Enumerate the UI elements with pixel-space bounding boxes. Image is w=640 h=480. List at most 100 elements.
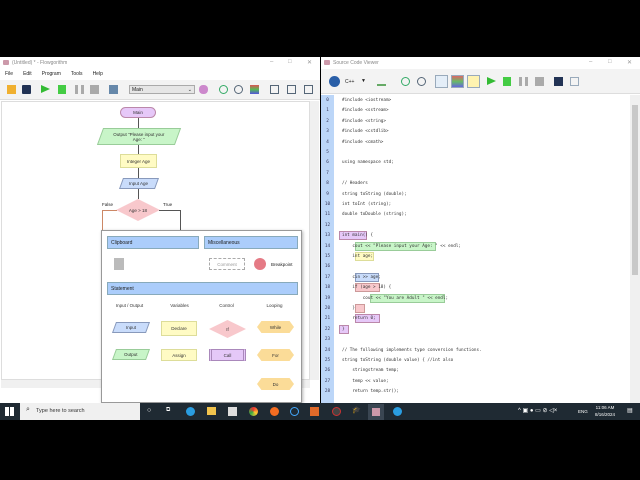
viewer-stop-icon[interactable]: [535, 77, 544, 86]
close-button[interactable]: ✕: [307, 60, 313, 66]
stop-icon[interactable]: [90, 85, 99, 94]
breakpoint-icon[interactable]: [254, 258, 266, 270]
view-code-icon[interactable]: [287, 85, 296, 94]
functions-icon[interactable]: [199, 85, 208, 94]
variable-watch-icon[interactable]: [109, 85, 118, 94]
copy-icon[interactable]: [570, 77, 579, 86]
code-line[interactable]: }: [342, 326, 345, 332]
language-indicator[interactable]: ENG: [578, 409, 588, 414]
menu-tools[interactable]: Tools: [70, 71, 83, 77]
language-select[interactable]: C++: [345, 79, 355, 85]
windows-start-icon[interactable]: [5, 407, 14, 416]
file-explorer-icon[interactable]: [207, 407, 216, 415]
menu-program[interactable]: Program: [41, 71, 61, 77]
view-console-icon[interactable]: [304, 85, 313, 94]
chevron-down-icon[interactable]: ▼: [361, 78, 366, 84]
code-line[interactable]: if (age > 18) {: [342, 285, 392, 291]
code-line[interactable]: string toString (double value) { //int a…: [342, 358, 454, 363]
code-line[interactable]: return 0;: [342, 316, 376, 322]
zoom-out-icon[interactable]: [234, 85, 243, 94]
code-line[interactable]: string toString (double);: [342, 191, 407, 197]
code-line[interactable]: cout << "Please input your Age: " << end…: [342, 243, 461, 249]
viewer-zoom-in-icon[interactable]: [401, 77, 410, 86]
app-c-icon[interactable]: [290, 407, 299, 416]
code-area[interactable]: 0#include <iostream>1#include <sstream>2…: [321, 95, 630, 403]
code-line[interactable]: int age;: [342, 254, 374, 259]
comment-button[interactable]: Comment: [209, 258, 245, 270]
viewer-zoom-out-icon[interactable]: [417, 77, 426, 86]
run-icon[interactable]: [41, 85, 50, 93]
viewer-step-icon[interactable]: [503, 77, 511, 86]
graduation-icon[interactable]: 🎓: [352, 407, 361, 414]
flowgorithm-taskbar-icon[interactable]: [368, 404, 384, 420]
maximize-button[interactable]: □: [288, 59, 292, 65]
start-node[interactable]: Main: [120, 107, 156, 118]
input-shape[interactable]: Input: [111, 322, 151, 333]
viewer-maximize-button[interactable]: □: [608, 59, 612, 65]
code-line[interactable]: }: [342, 306, 355, 311]
pause-icon[interactable]: [75, 85, 84, 94]
code-line[interactable]: int main() {: [342, 233, 374, 239]
fit-icon[interactable]: [467, 75, 480, 88]
telegram-icon[interactable]: [393, 407, 402, 416]
recorder-icon[interactable]: [332, 407, 341, 416]
code-line[interactable]: double toDouble (string);: [342, 212, 407, 218]
viewer-pause-icon[interactable]: [519, 77, 528, 86]
paste-icon[interactable]: [114, 258, 124, 270]
save-icon[interactable]: [22, 85, 31, 94]
code-line[interactable]: cout << "You are Adult " << endl;: [342, 295, 449, 301]
code-line[interactable]: #include <string>: [342, 118, 386, 124]
breakpoint-label[interactable]: Breakpoint: [271, 262, 293, 267]
code-scrollbar[interactable]: [630, 95, 640, 403]
menu-file[interactable]: File: [5, 71, 14, 77]
code-line[interactable]: // Headers: [342, 181, 368, 187]
code-line[interactable]: // The following implements type convers…: [342, 347, 482, 353]
declare-node[interactable]: Integer Age: [120, 154, 157, 168]
call-shape[interactable]: Call: [209, 349, 246, 361]
open-icon[interactable]: [7, 85, 16, 94]
code-line[interactable]: temp << value;: [342, 378, 389, 384]
notification-icon[interactable]: ▤: [627, 408, 633, 414]
menu-help[interactable]: Help: [92, 71, 103, 77]
minimize-button[interactable]: –: [270, 59, 274, 65]
chrome-icon[interactable]: [249, 407, 258, 416]
edge-icon[interactable]: [186, 407, 195, 416]
store-icon[interactable]: [228, 407, 237, 416]
if-shape[interactable]: If: [209, 320, 246, 338]
code-line[interactable]: #include <sstream>: [342, 108, 389, 114]
do-shape[interactable]: Do: [257, 378, 294, 390]
cortana-icon[interactable]: ○: [147, 407, 152, 414]
for-shape[interactable]: For: [257, 349, 294, 361]
if-node[interactable]: Age > 18: [116, 199, 160, 221]
output-shape[interactable]: Output: [111, 349, 151, 360]
indent-icon[interactable]: [377, 77, 386, 86]
assign-shape[interactable]: Assign: [161, 349, 197, 361]
viewer-close-button[interactable]: ✕: [627, 60, 633, 66]
function-select[interactable]: Main⌄: [129, 85, 195, 94]
view-split-icon[interactable]: [270, 85, 279, 94]
zoom-in-icon[interactable]: [219, 85, 228, 94]
search-box[interactable]: ⌕Type here to search: [20, 403, 140, 420]
code-line[interactable]: return temp.str();: [342, 389, 399, 395]
code-line[interactable]: #include <cmath>: [342, 139, 384, 145]
menu-edit[interactable]: Edit: [23, 71, 32, 77]
while-shape[interactable]: While: [257, 321, 294, 333]
code-line[interactable]: cin >> age;: [342, 274, 381, 280]
layout-icon[interactable]: [250, 85, 259, 94]
firefox-icon[interactable]: [270, 407, 279, 416]
task-view-icon[interactable]: ⧉: [166, 407, 171, 413]
viewer-run-icon[interactable]: [487, 77, 496, 85]
tray-icons[interactable]: ^ ▣ ● ▭ ⊘ ◁×: [518, 408, 558, 414]
step-icon[interactable]: [58, 85, 66, 94]
code-line[interactable]: int toInt (string);: [342, 202, 392, 207]
code-line[interactable]: #include <iostream>: [342, 98, 392, 103]
code-line[interactable]: stringstream temp;: [342, 368, 399, 374]
code-line[interactable]: #include <cstdlib>: [342, 129, 389, 135]
output-node[interactable]: Output "Please input your Age: ": [96, 128, 182, 145]
vertical-scrollbar[interactable]: [310, 101, 319, 380]
color-icon[interactable]: [451, 75, 464, 88]
viewer-save-icon[interactable]: [554, 77, 563, 86]
input-node[interactable]: Input Age: [118, 178, 160, 189]
highlight-icon[interactable]: [435, 75, 448, 88]
